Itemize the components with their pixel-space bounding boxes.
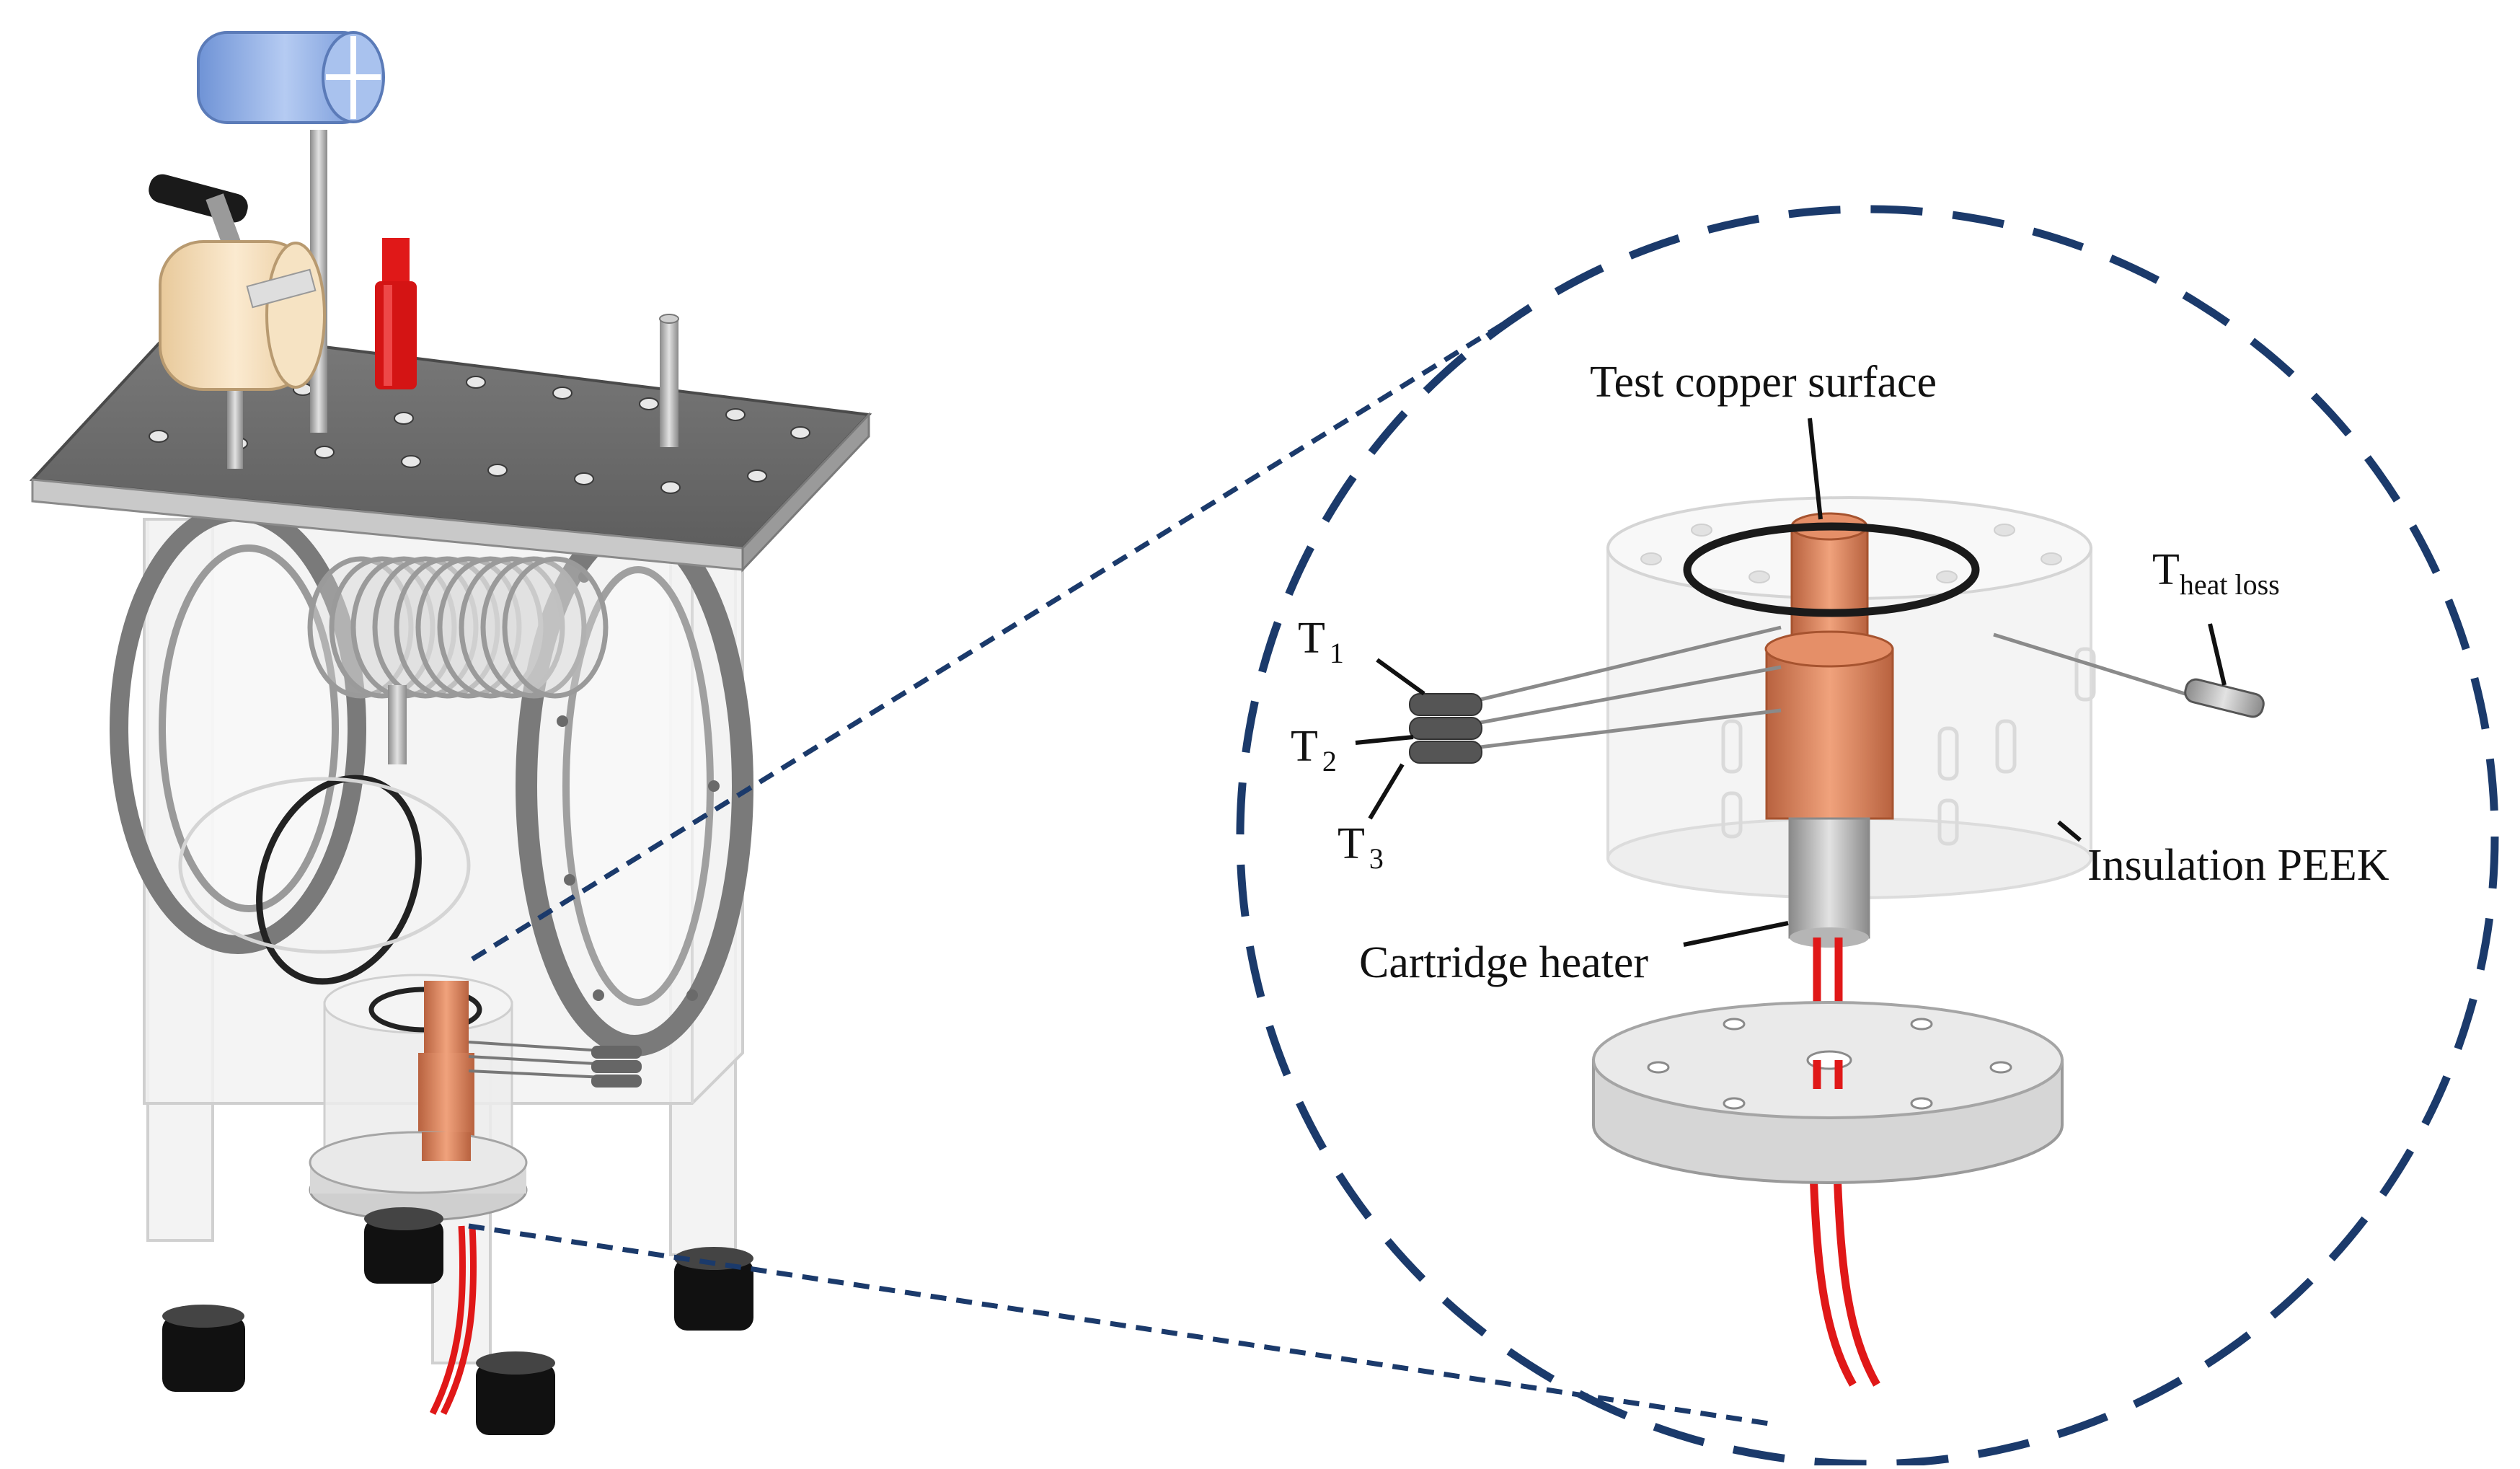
magnification-circle (1236, 205, 2499, 1468)
condenser-coil (307, 556, 609, 699)
o-ring (1683, 522, 1980, 617)
base-disk (1592, 1001, 2064, 1184)
zoom-connectors (468, 315, 1774, 1427)
label-heat-loss: Theat loss (2152, 545, 2280, 601)
small-test-assembly (309, 974, 642, 1416)
thermocouples (1409, 625, 1782, 764)
label-test-copper-surface: Test copper surface (1590, 358, 1937, 407)
leader-lines (1355, 418, 2227, 947)
support-rod-right (660, 317, 678, 447)
label-cartridge-heater: Cartridge heater (1359, 938, 1648, 987)
chamber-assembly (29, 31, 872, 1435)
rubber-feet (162, 1207, 753, 1435)
pressure-gauge (159, 240, 326, 391)
chamber-oring (256, 775, 422, 985)
blue-knob (197, 31, 385, 124)
label-insulation-peek: Insulation PEEK (2087, 841, 2389, 890)
zoomed-test-section: Test copper surface Theat loss T1 T2 T3 … (1291, 358, 2389, 1387)
red-fitting (375, 238, 417, 389)
heat-loss-thermocouple (1993, 632, 2265, 718)
cartridge-heater (1788, 817, 1870, 948)
